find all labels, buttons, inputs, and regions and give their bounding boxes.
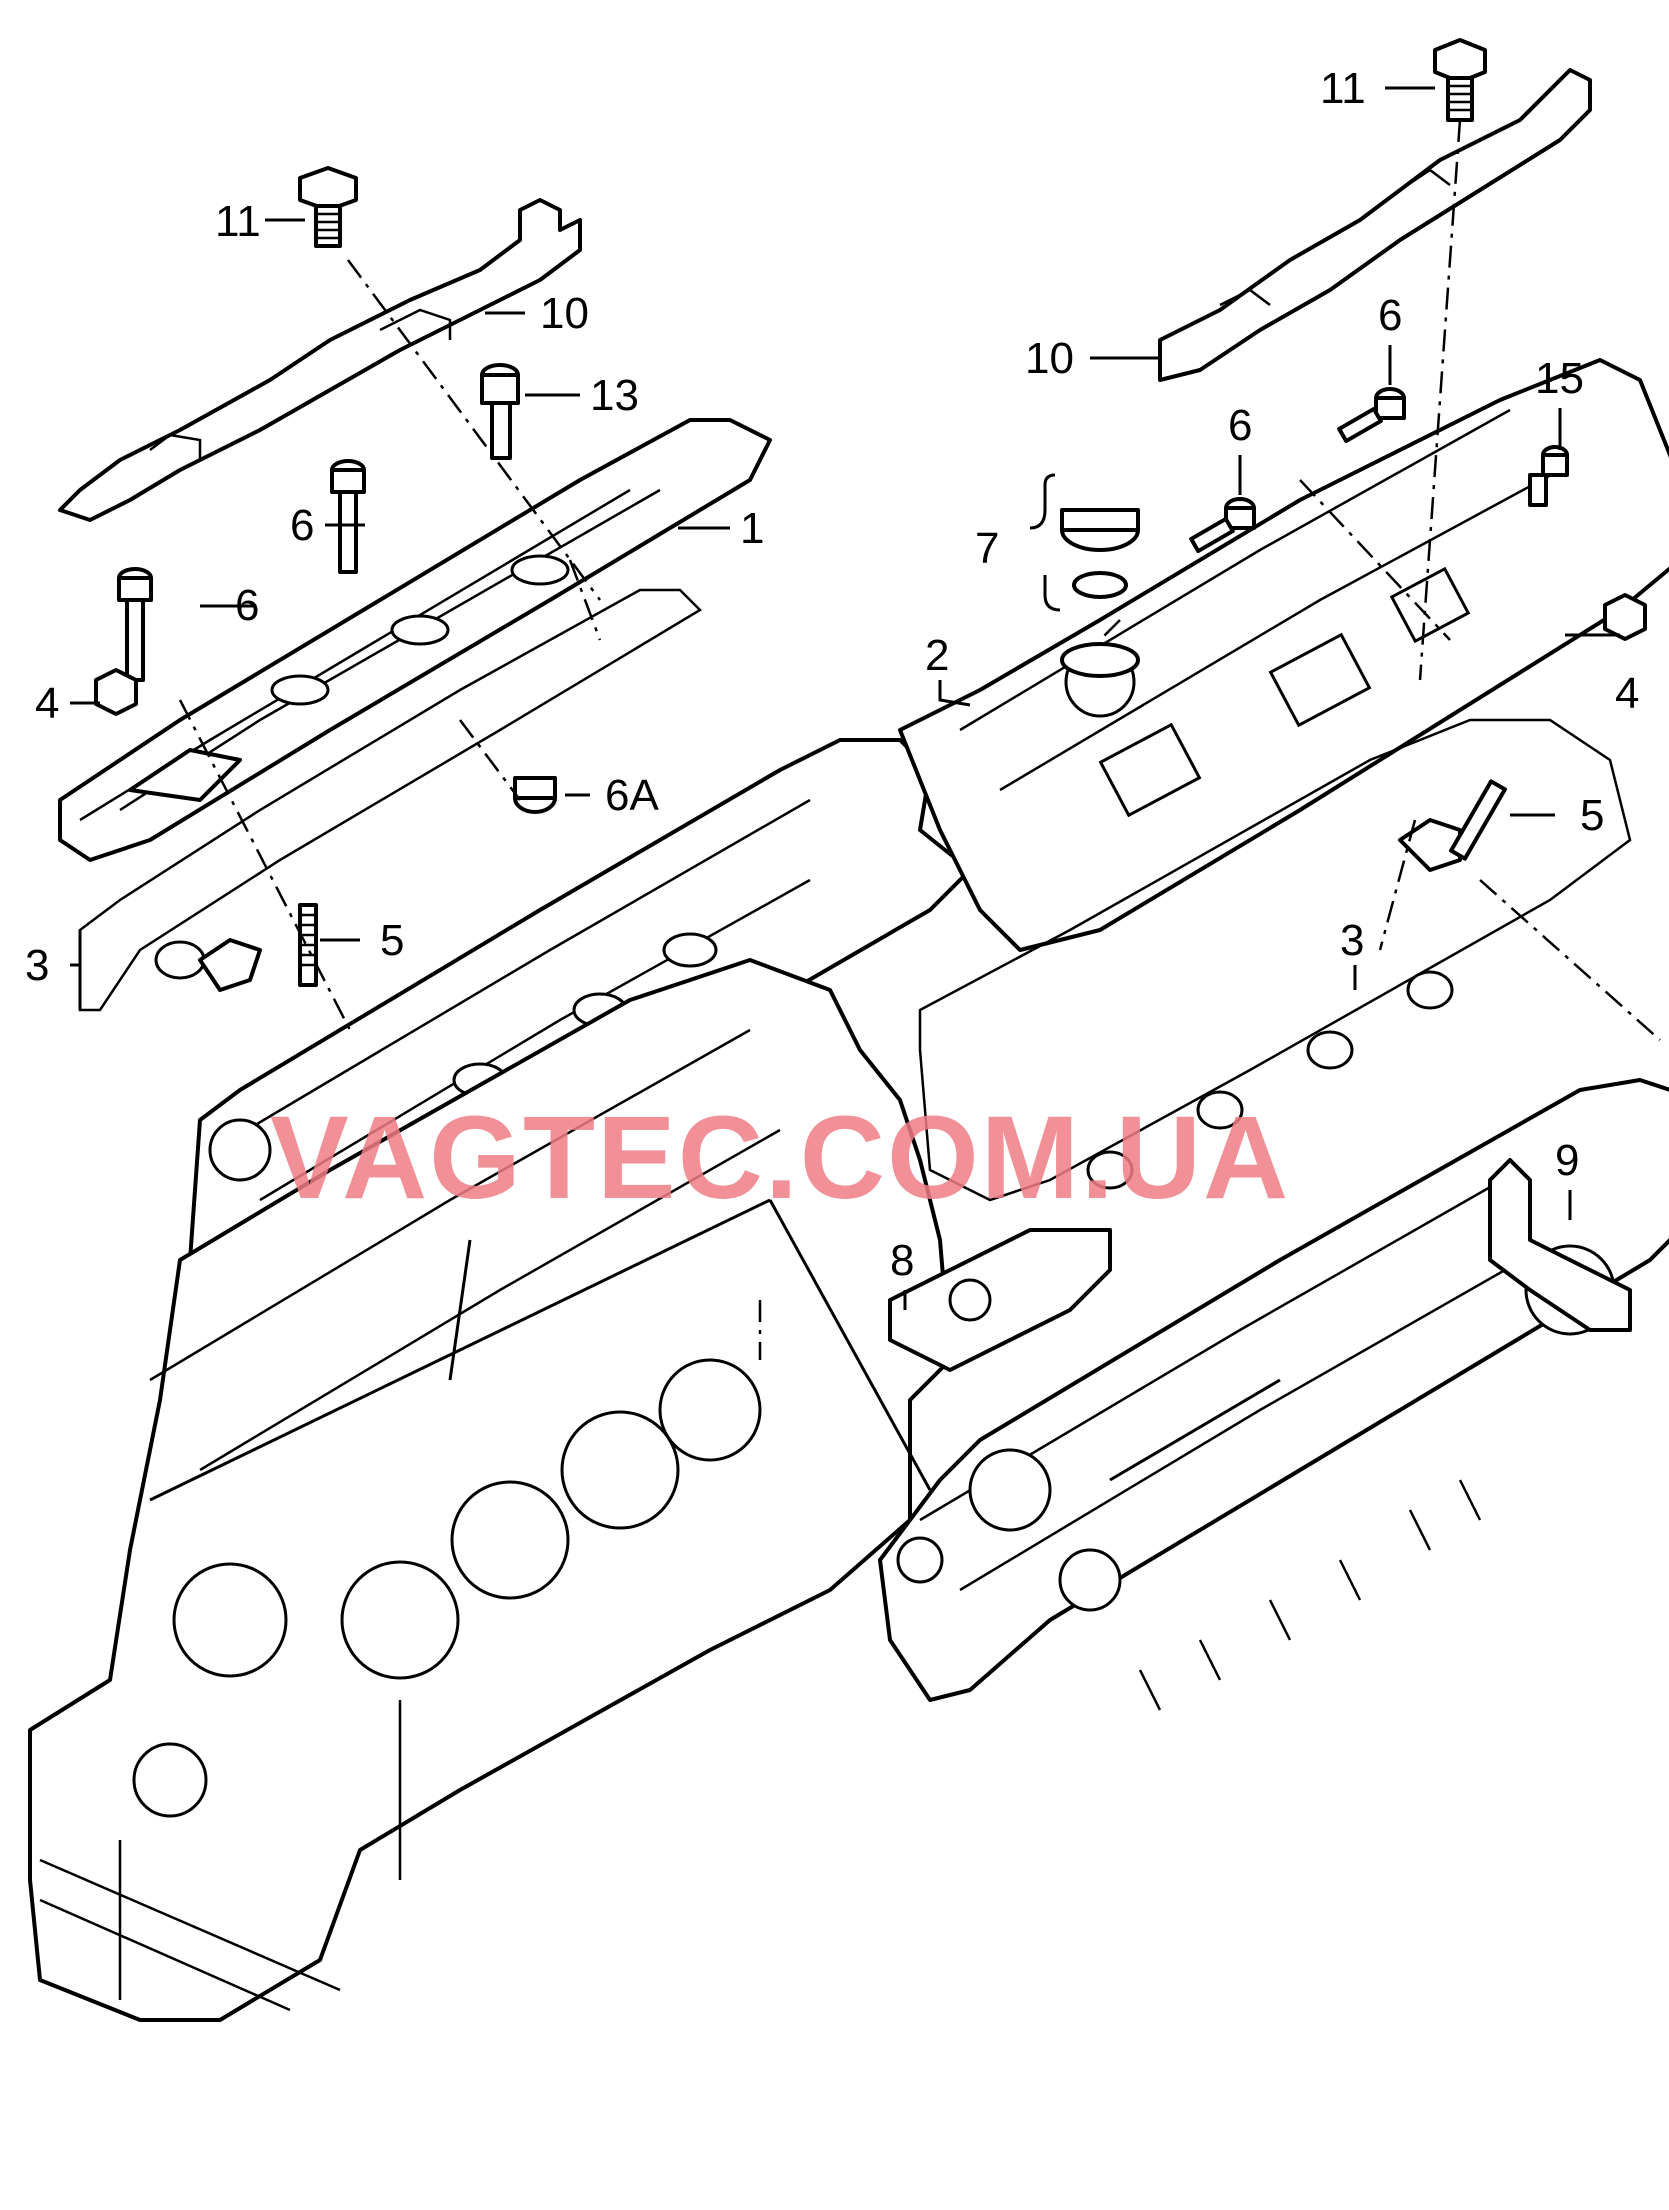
left-bolt-6-lower[interactable] <box>117 567 153 682</box>
left-gasket-3[interactable] <box>78 588 703 1012</box>
callout-6-right-lower: 6 <box>1228 401 1252 450</box>
right-camshaft-8[interactable] <box>888 1228 1112 1372</box>
right-nut-4[interactable] <box>1603 593 1647 641</box>
callout-3-left: 3 <box>25 941 49 990</box>
callout-5-left: 5 <box>380 916 404 965</box>
callout-3-right: 3 <box>1340 916 1364 965</box>
right-valve-cover-2[interactable] <box>898 358 1669 952</box>
callout-11-left: 11 <box>215 197 261 246</box>
right-stud-5[interactable] <box>1449 779 1507 861</box>
callout-6-right-upper: 6 <box>1378 291 1402 340</box>
callout-9: 9 <box>1555 1136 1579 1185</box>
callout-10-right: 10 <box>1025 334 1074 383</box>
callout-4-left: 4 <box>35 679 59 728</box>
callout-5-right: 5 <box>1580 791 1604 840</box>
callout-2: 2 <box>925 631 949 680</box>
right-bolt-6-lower[interactable] <box>1189 497 1256 554</box>
left-bolt-6-upper[interactable] <box>330 459 366 574</box>
callout-4-right: 4 <box>1615 669 1639 718</box>
callout-8: 8 <box>890 1236 914 1285</box>
callout-11-right: 11 <box>1320 64 1366 113</box>
callout-13: 13 <box>590 371 639 420</box>
left-heat-shield-10[interactable] <box>58 198 582 522</box>
callout-15: 15 <box>1535 354 1584 403</box>
left-nut-4[interactable] <box>94 668 138 716</box>
callout-6-left-upper: 6 <box>290 501 314 550</box>
callout-1: 1 <box>740 504 764 553</box>
right-bolt-6-upper[interactable] <box>1337 387 1406 444</box>
left-bolt-11[interactable] <box>298 166 358 248</box>
right-bolt-15[interactable] <box>1528 445 1569 507</box>
right-bolt-11[interactable] <box>1433 38 1487 122</box>
callout-6A: 6A <box>605 771 659 820</box>
callout-7: 7 <box>975 524 999 573</box>
right-bracket-9[interactable] <box>1488 1158 1632 1332</box>
left-stud-5[interactable] <box>298 903 318 987</box>
left-valve-cover-1[interactable] <box>58 418 772 862</box>
left-bolt-13[interactable] <box>480 363 520 460</box>
callout-6-left-lower: 6 <box>235 581 259 630</box>
callout-10-left: 10 <box>540 289 589 338</box>
right-heat-shield-10[interactable] <box>1158 68 1592 382</box>
right-oil-cap-7[interactable] <box>1060 508 1140 599</box>
left-nut-6A[interactable] <box>513 776 557 814</box>
watermark: VAGTEC.COM.UA <box>270 1092 1290 1224</box>
